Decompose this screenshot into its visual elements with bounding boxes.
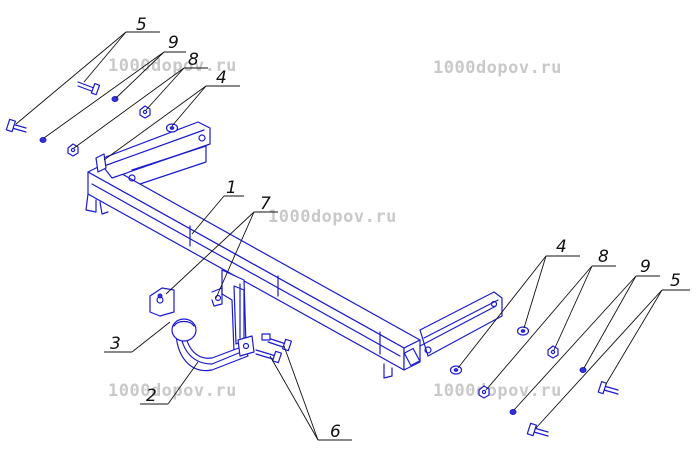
callout-left-9: 9 <box>168 33 179 53</box>
callout-bracket-7: 7 <box>260 194 271 214</box>
leader-lines <box>15 31 690 441</box>
watermark: 1000dopov.ru <box>433 58 562 78</box>
callout-right-5: 5 <box>670 271 681 291</box>
callout-bolts-6: 6 <box>330 422 341 442</box>
callout-right-9: 9 <box>640 257 651 277</box>
callout-ball-3: 3 <box>110 334 121 354</box>
callout-left-4: 4 <box>216 68 227 88</box>
watermark: 1000dopov.ru <box>108 56 237 76</box>
part-numbers: 5 9 8 4 1 7 3 2 6 4 8 9 5 <box>110 15 681 442</box>
left-mounting-bracket <box>95 121 211 185</box>
callout-right-4: 4 <box>556 237 567 257</box>
cross-beam <box>85 163 421 379</box>
callout-left-8: 8 <box>188 50 199 70</box>
callout-beam-1: 1 <box>226 178 237 198</box>
watermark: 1000dopov.ru <box>268 207 397 227</box>
right-fasteners <box>449 326 619 437</box>
watermark: 1000dopov.ru <box>108 381 237 401</box>
right-mounting-bracket <box>419 291 503 357</box>
tow-ball <box>149 287 197 342</box>
watermark: 1000dopov.ru <box>433 381 562 401</box>
bolt-pair <box>237 333 292 364</box>
callout-neck-2: 2 <box>146 386 157 406</box>
callout-right-8: 8 <box>598 247 609 267</box>
callout-left-5: 5 <box>136 15 147 35</box>
